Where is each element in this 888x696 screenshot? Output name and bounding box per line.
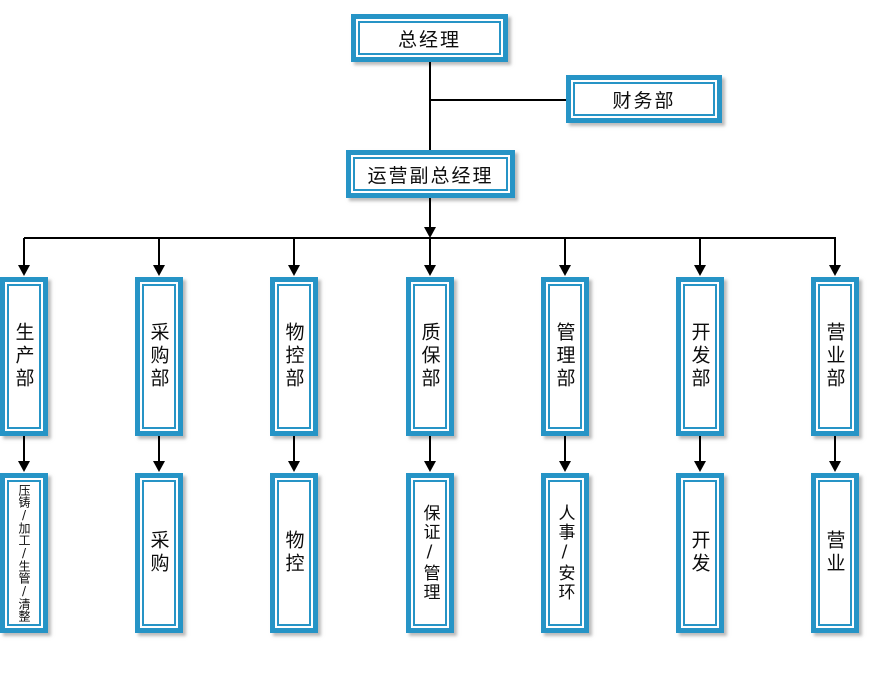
arrow-down-icon xyxy=(829,265,841,276)
sub-dept-label: 物控 xyxy=(277,480,311,626)
connector-line xyxy=(834,436,836,463)
general-manager-box: 总经理 xyxy=(351,14,508,62)
connector-line xyxy=(699,238,701,267)
dept-label: 生产部 xyxy=(7,284,41,429)
finance-dept-label: 财务部 xyxy=(612,89,676,112)
arrow-down-icon xyxy=(424,265,436,276)
connector-line xyxy=(564,436,566,463)
finance-dept-box: 财务部 xyxy=(566,75,722,123)
org-column-management: 管理部 人事/安环 xyxy=(541,238,589,633)
arrow-down-icon xyxy=(694,265,706,276)
connector-gm-deputy xyxy=(429,62,431,150)
arrow-down-icon xyxy=(694,461,706,472)
dept-box: 营业部 xyxy=(811,277,859,436)
arrow-down-icon xyxy=(829,461,841,472)
dept-box: 开发部 xyxy=(676,277,724,436)
dept-box: 生产部 xyxy=(0,277,48,436)
org-column-purchasing: 采购部 采购 xyxy=(135,238,183,633)
arrow-down-icon xyxy=(559,461,571,472)
connector-line xyxy=(834,238,836,267)
arrow-down-icon xyxy=(18,265,30,276)
operations-deputy-gm-box: 运营副总经理 xyxy=(346,150,515,198)
dept-box: 采购部 xyxy=(135,277,183,436)
sub-dept-box: 人事/安环 xyxy=(541,473,589,633)
sub-dept-box: 物控 xyxy=(270,473,318,633)
connector-line xyxy=(23,436,25,463)
sub-dept-label: 营业 xyxy=(818,480,852,626)
org-column-sales: 营业部 营业 xyxy=(811,238,859,633)
connector-line xyxy=(293,238,295,267)
arrow-down-icon xyxy=(424,227,436,238)
connector-line xyxy=(158,436,160,463)
operations-deputy-gm-label: 运营副总经理 xyxy=(367,164,494,187)
arrow-down-icon xyxy=(153,461,165,472)
dept-box: 物控部 xyxy=(270,277,318,436)
dept-label: 营业部 xyxy=(818,284,852,429)
dept-box: 质保部 xyxy=(406,277,454,436)
org-column-development: 开发部 开发 xyxy=(676,238,724,633)
sub-dept-label: 采购 xyxy=(142,480,176,626)
org-column-material-control: 物控部 物控 xyxy=(270,238,318,633)
sub-dept-box: 采购 xyxy=(135,473,183,633)
dept-label: 物控部 xyxy=(277,284,311,429)
connector-line xyxy=(23,238,25,267)
sub-dept-label: 人事/安环 xyxy=(548,480,582,626)
connector-line xyxy=(564,238,566,267)
connector-line xyxy=(429,238,431,267)
arrow-down-icon xyxy=(288,461,300,472)
dept-label: 采购部 xyxy=(142,284,176,429)
sub-dept-box: 营业 xyxy=(811,473,859,633)
connector-line xyxy=(158,238,160,267)
arrow-down-icon xyxy=(18,461,30,472)
arrow-down-icon xyxy=(559,265,571,276)
sub-dept-label: 压铸/加工/生管/清整 xyxy=(7,480,41,626)
connector-line xyxy=(699,436,701,463)
connector-line xyxy=(293,436,295,463)
dept-box: 管理部 xyxy=(541,277,589,436)
dept-label: 管理部 xyxy=(548,284,582,429)
dept-label: 质保部 xyxy=(413,284,447,429)
sub-dept-box: 开发 xyxy=(676,473,724,633)
sub-dept-box: 压铸/加工/生管/清整 xyxy=(0,473,48,633)
sub-dept-box: 保证/管理 xyxy=(406,473,454,633)
general-manager-label: 总经理 xyxy=(397,28,461,51)
sub-dept-label: 保证/管理 xyxy=(413,480,447,626)
org-column-production: 生产部 压铸/加工/生管/清整 xyxy=(0,238,48,633)
arrow-down-icon xyxy=(424,461,436,472)
sub-dept-label: 开发 xyxy=(683,480,717,626)
connector-line xyxy=(429,436,431,463)
connector-finance-branch xyxy=(430,99,566,101)
dept-label: 开发部 xyxy=(683,284,717,429)
org-column-quality-assurance: 质保部 保证/管理 xyxy=(406,238,454,633)
connector-deputy-down xyxy=(429,198,431,229)
arrow-down-icon xyxy=(288,265,300,276)
arrow-down-icon xyxy=(153,265,165,276)
